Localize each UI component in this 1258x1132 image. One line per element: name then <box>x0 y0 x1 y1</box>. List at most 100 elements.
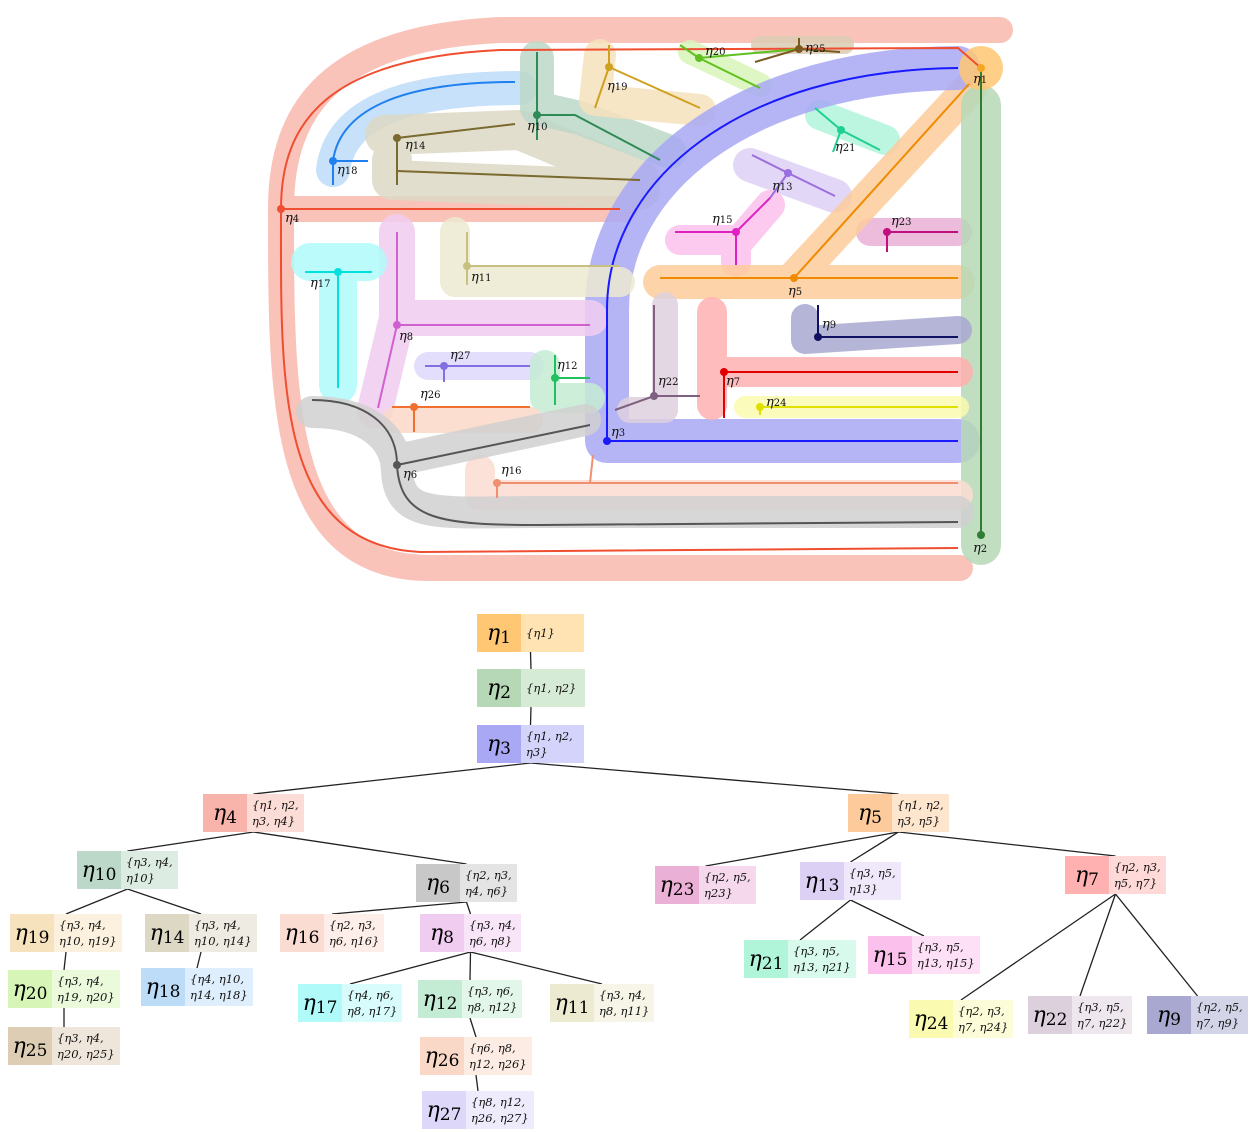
graph-vertex-η9 <box>814 333 822 341</box>
bag-vertex-set: {η1, η2, η3} <box>521 725 584 763</box>
graph-edge-η8 <box>377 324 398 409</box>
tree-edge-η5-η23 <box>705 831 899 867</box>
tree-edge-η10-η14 <box>127 888 202 915</box>
graph-edge-η21 <box>814 107 842 131</box>
graph-vertex-label: η7 <box>726 374 741 389</box>
bag-vertex-set: {η2, η3, η6, η16} <box>324 914 385 952</box>
graph-edge-η20 <box>698 48 800 59</box>
graph-vertex-η23 <box>883 228 891 236</box>
graph-edge-η22 <box>614 395 655 411</box>
graph-vertex-label: η10 <box>527 119 548 134</box>
graph-vertex-label: η23 <box>891 214 912 229</box>
graph-edge-η19 <box>594 66 610 109</box>
bag-region-η21 <box>805 100 900 155</box>
graph-vertex-label: η25 <box>805 41 826 56</box>
bag-vertex-set: {η3, η4, η19, η20} <box>52 970 120 1008</box>
tree-edge-η8-η17 <box>349 951 471 985</box>
graph-vertex-label: η15 <box>712 212 733 227</box>
graph-vertex-label: η2 <box>973 541 988 556</box>
bag-region-η13 <box>733 148 852 213</box>
tree-edge-η19-η20 <box>63 951 67 971</box>
tree-edge-η7-η24 <box>960 893 1116 1001</box>
graph-vertex-label: η24 <box>766 395 787 410</box>
graph-edge-η6 <box>311 399 398 466</box>
bag-vertex-set: {η3, η4, η20, η25} <box>52 1027 120 1065</box>
tree-edge-η7-η9 <box>1114 893 1199 997</box>
tree-edge-η26-η27 <box>475 1074 479 1092</box>
bag-vertex-set: {η8, η12, η26, η27} <box>466 1091 534 1129</box>
graph-edge-η14 <box>396 170 641 181</box>
bag-region-η11 <box>440 217 635 297</box>
graph-vertex-η25 <box>795 45 803 53</box>
graph-vertex-η19 <box>605 63 613 71</box>
tree-edge-η6-η8 <box>465 901 472 915</box>
graph-vertex-η12 <box>551 374 559 382</box>
graph-edge-η4 <box>280 46 982 210</box>
graph-vertex-label: η14 <box>405 138 426 153</box>
bag-vertex-set: {η3, η4, η10, η19} <box>54 914 122 952</box>
bag-vertex-set: {η2, η5, η23} <box>699 866 756 904</box>
bag-vertex-set: {η3, η4, η10, η14} <box>189 914 257 952</box>
graph-vertex-label: η27 <box>450 348 471 363</box>
bag-vertex-set: {η4, η6, η8, η17} <box>342 984 403 1022</box>
tree-edges <box>63 651 1199 1092</box>
bag-vertex-set: {η2, η3, η4, η6} <box>460 864 517 902</box>
graph-vertex-label: η8 <box>399 329 414 344</box>
graph-vertex-η14 <box>393 134 401 142</box>
bag-vertex-set: {η1, η2} <box>521 669 585 707</box>
graph-vertex-η5 <box>790 274 798 282</box>
graph-vertex-label: η6 <box>403 467 418 482</box>
graph-edge-η20 <box>698 57 761 89</box>
graph-vertex-label: η4 <box>285 211 300 226</box>
graph-vertex-label: η5 <box>788 284 803 299</box>
tree-edge-η5-η13 <box>850 831 899 863</box>
bag-vertex-set: {η2, η3, η7, η24} <box>953 1000 1014 1038</box>
graph-edge-η16 <box>589 454 594 484</box>
graph-vertex-label: η12 <box>557 358 578 373</box>
bag-vertex-set: {η1, η2, η3, η4} <box>247 794 304 832</box>
bag-region-η12 <box>530 350 605 413</box>
graph-edge-η10 <box>537 114 661 161</box>
bag-vertex-set: {η3, η5, η13} <box>844 862 901 900</box>
bag-vertex-set: {η3, η5, η13, η21} <box>788 940 856 978</box>
graph-edge-η14 <box>396 123 516 139</box>
graph-vertex-η26 <box>410 403 418 411</box>
graph-vertex-η20 <box>695 54 703 62</box>
bag-vertex-set: {η2, η5, η7, η9} <box>1191 996 1248 1034</box>
bag-vertex-set: {η3, η6, η8, η12} <box>462 980 523 1018</box>
tree-edge-η5-η7 <box>898 831 1116 857</box>
bag-vertex-set: {η3, η4, η8, η11} <box>594 984 655 1022</box>
graph-vertex-label: η26 <box>420 387 441 402</box>
